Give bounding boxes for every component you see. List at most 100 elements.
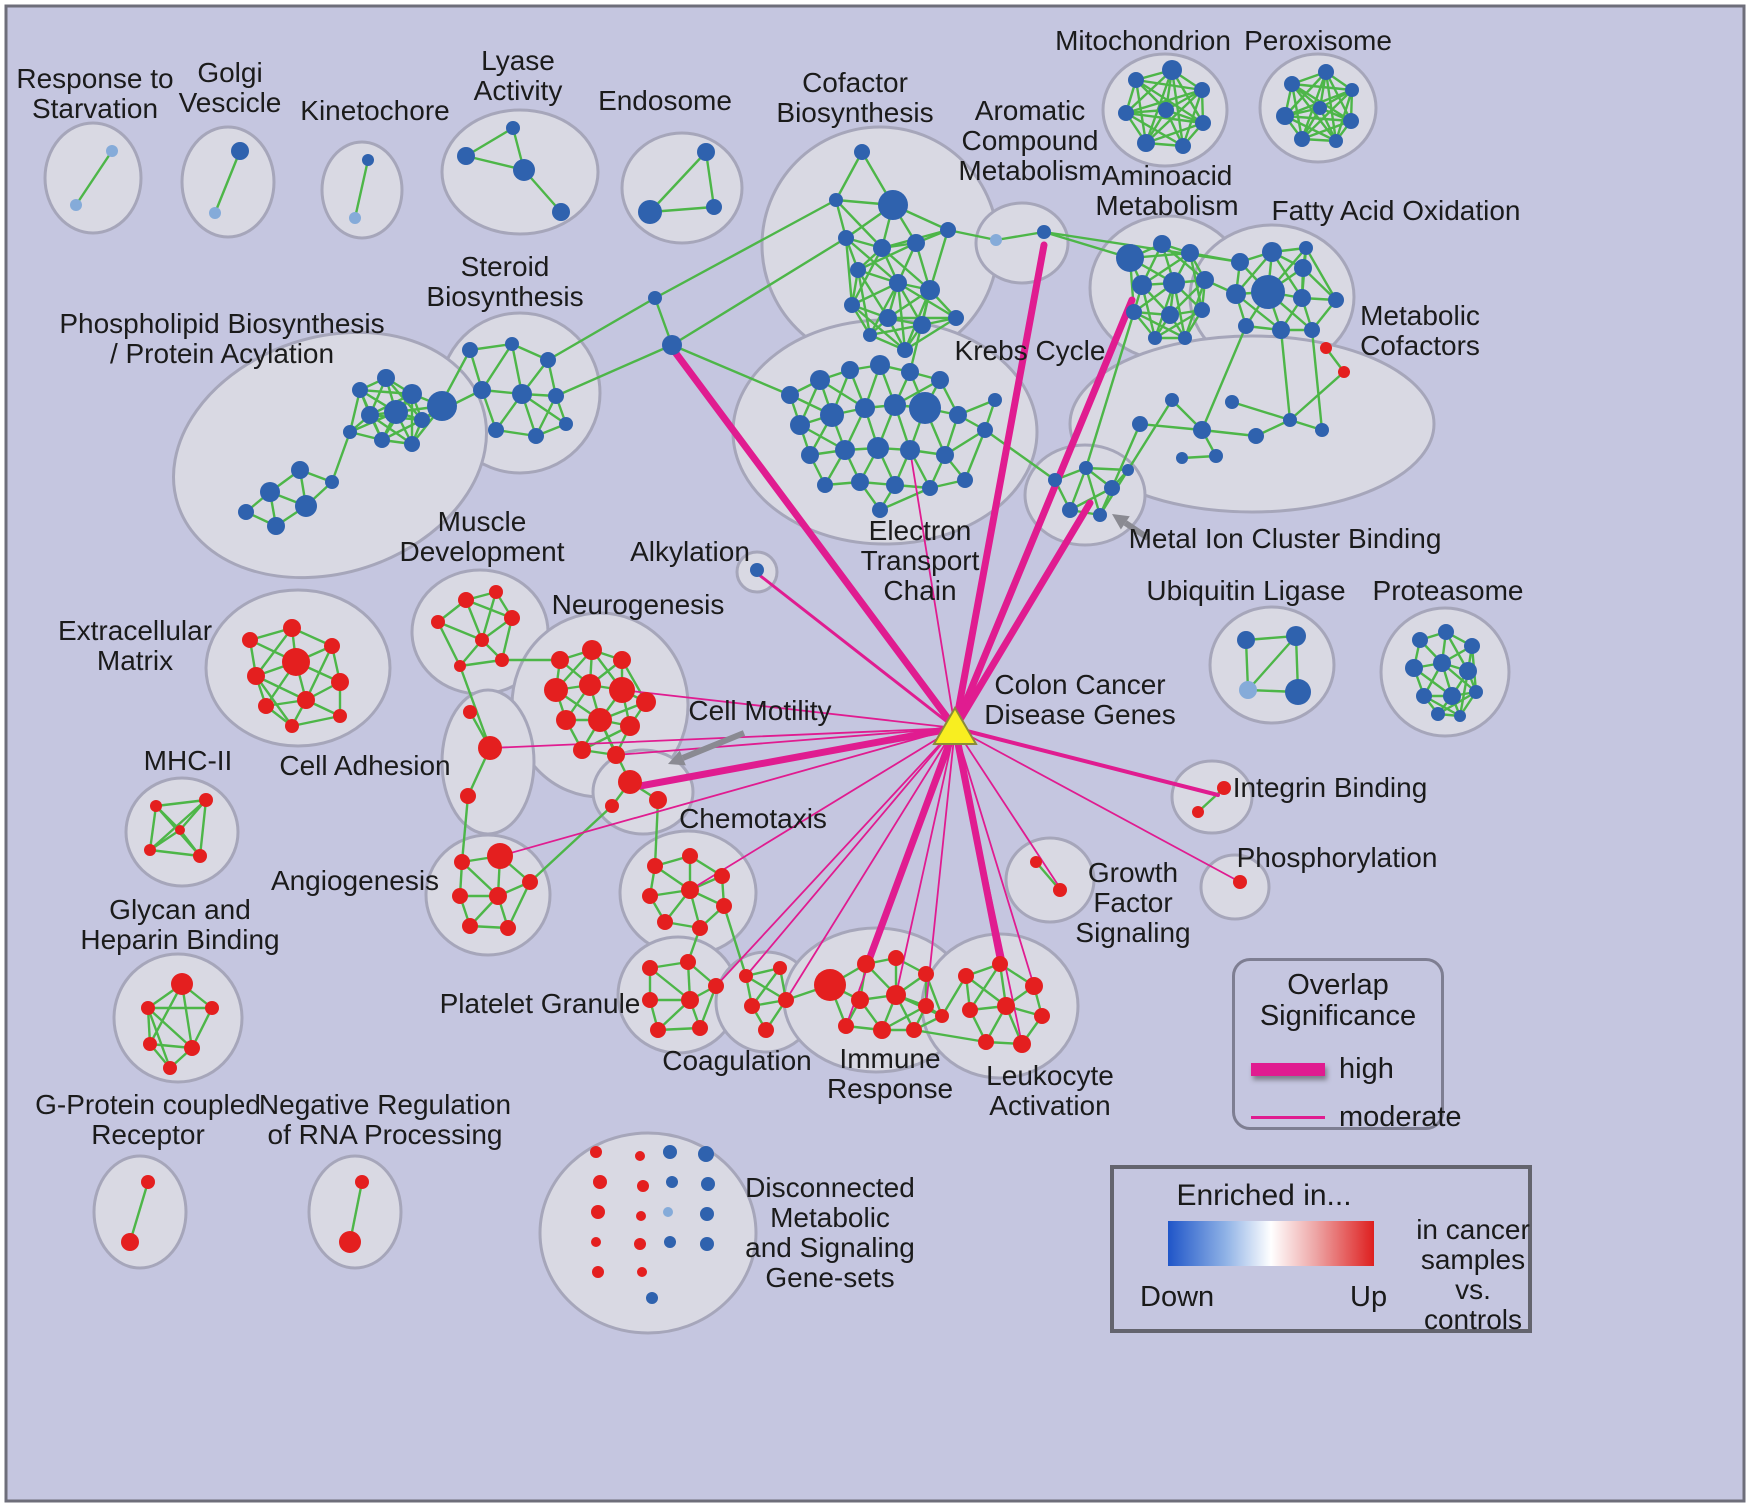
gene-set-node[interactable] (1025, 977, 1043, 995)
gene-set-node[interactable] (283, 619, 301, 637)
gene-set-node[interactable] (635, 1151, 645, 1161)
gene-set-node[interactable] (559, 417, 573, 431)
gene-set-node[interactable] (70, 199, 82, 211)
gene-set-node[interactable] (662, 335, 682, 355)
gene-set-node[interactable] (936, 446, 954, 464)
gene-set-node[interactable] (349, 212, 361, 224)
gene-set-node[interactable] (199, 793, 213, 807)
gene-set-node[interactable] (1079, 461, 1093, 475)
overlap-edge[interactable] (621, 689, 956, 729)
overlap-edge[interactable] (909, 449, 956, 729)
gene-set-node[interactable] (1196, 271, 1214, 289)
gene-set-node[interactable] (1262, 242, 1282, 262)
gene-set-node[interactable] (285, 719, 299, 733)
gene-set-node[interactable] (1192, 806, 1204, 818)
gene-set-node[interactable] (588, 708, 612, 732)
gene-set-node[interactable] (1093, 508, 1107, 522)
gene-set-node[interactable] (889, 274, 907, 292)
gene-set-node[interactable] (592, 1266, 604, 1278)
gene-set-node[interactable] (844, 297, 860, 313)
gene-set-node[interactable] (1195, 115, 1211, 131)
gene-set-node[interactable] (607, 746, 625, 764)
gene-set-node[interactable] (758, 1022, 774, 1038)
overlap-edge[interactable] (489, 727, 956, 749)
gene-set-node[interactable] (649, 791, 667, 809)
gene-set-node[interactable] (682, 848, 698, 864)
gene-set-node[interactable] (1209, 449, 1223, 463)
gene-set-node[interactable] (814, 969, 846, 1001)
gene-set-node[interactable] (282, 648, 310, 676)
overlap-edge[interactable] (845, 727, 956, 1027)
gene-set-node[interactable] (940, 222, 956, 238)
gene-set-node[interactable] (750, 563, 764, 577)
gene-set-node[interactable] (906, 1022, 922, 1038)
overlap-edge[interactable] (689, 727, 956, 891)
gene-set-node[interactable] (642, 888, 658, 904)
gene-set-node[interactable] (1128, 72, 1144, 88)
gene-set-node[interactable] (475, 633, 489, 647)
gene-set-node[interactable] (697, 143, 715, 161)
gene-set-node[interactable] (872, 502, 888, 518)
colon-cancer-disease-genes-node[interactable] (932, 706, 978, 745)
gene-set-node[interactable] (850, 262, 866, 278)
gene-set-node[interactable] (478, 736, 502, 760)
gene-set-node[interactable] (878, 190, 908, 220)
gene-set-node[interactable] (522, 874, 538, 890)
gene-set-node[interactable] (700, 1237, 714, 1251)
gene-set-node[interactable] (708, 978, 724, 994)
gene-set-node[interactable] (1248, 428, 1264, 444)
gene-set-node[interactable] (1294, 131, 1310, 147)
overlap-edge[interactable] (951, 296, 1136, 732)
gene-set-node[interactable] (990, 234, 1002, 246)
gene-set-node[interactable] (841, 361, 859, 379)
gene-set-node[interactable] (884, 394, 906, 416)
gene-set-node[interactable] (267, 517, 285, 535)
gene-set-node[interactable] (141, 1001, 155, 1015)
gene-set-node[interactable] (1225, 395, 1239, 409)
gene-set-node[interactable] (361, 406, 379, 424)
gene-set-node[interactable] (1231, 253, 1249, 271)
gene-set-node[interactable] (663, 1145, 677, 1159)
gene-set-node[interactable] (1118, 105, 1134, 121)
gene-set-node[interactable] (579, 674, 601, 696)
gene-set-node[interactable] (897, 342, 913, 358)
gene-set-node[interactable] (1037, 225, 1051, 239)
gene-set-node[interactable] (242, 632, 258, 648)
gene-set-node[interactable] (1116, 244, 1144, 272)
gene-set-node[interactable] (1443, 687, 1461, 705)
gene-set-node[interactable] (1104, 480, 1120, 496)
gene-set-node[interactable] (1293, 289, 1311, 307)
gene-set-node[interactable] (613, 651, 631, 669)
overlap-edge[interactable] (954, 727, 1035, 987)
gene-set-node[interactable] (958, 968, 974, 984)
gene-set-node[interactable] (918, 998, 934, 1014)
gene-set-node[interactable] (121, 1233, 139, 1251)
gene-set-node[interactable] (352, 382, 368, 398)
gene-set-node[interactable] (489, 887, 507, 905)
gene-set-node[interactable] (851, 991, 869, 1009)
gene-set-node[interactable] (646, 1292, 658, 1304)
gene-set-node[interactable] (457, 147, 475, 165)
overlap-edge[interactable] (954, 727, 1023, 1045)
gene-set-node[interactable] (260, 482, 280, 502)
gene-set-node[interactable] (838, 1018, 854, 1034)
gene-set-node[interactable] (1294, 259, 1312, 277)
gene-set-node[interactable] (863, 328, 877, 342)
gene-set-node[interactable] (618, 770, 642, 794)
gene-set-node[interactable] (150, 800, 162, 812)
gene-set-node[interactable] (773, 961, 787, 975)
gene-set-node[interactable] (458, 592, 474, 608)
gene-set-node[interactable] (504, 610, 520, 626)
gene-set-node[interactable] (873, 239, 891, 257)
gene-set-node[interactable] (636, 1211, 646, 1221)
gene-set-node[interactable] (681, 991, 699, 1009)
gene-set-node[interactable] (700, 1207, 714, 1221)
gene-set-node[interactable] (463, 705, 477, 719)
gene-set-node[interactable] (556, 710, 576, 730)
gene-set-node[interactable] (171, 973, 193, 995)
gene-set-node[interactable] (590, 1146, 602, 1158)
overlap-edge[interactable] (615, 727, 956, 756)
gene-set-node[interactable] (238, 504, 254, 520)
overlap-edge[interactable] (954, 727, 1061, 889)
gene-set-node[interactable] (184, 1040, 200, 1056)
